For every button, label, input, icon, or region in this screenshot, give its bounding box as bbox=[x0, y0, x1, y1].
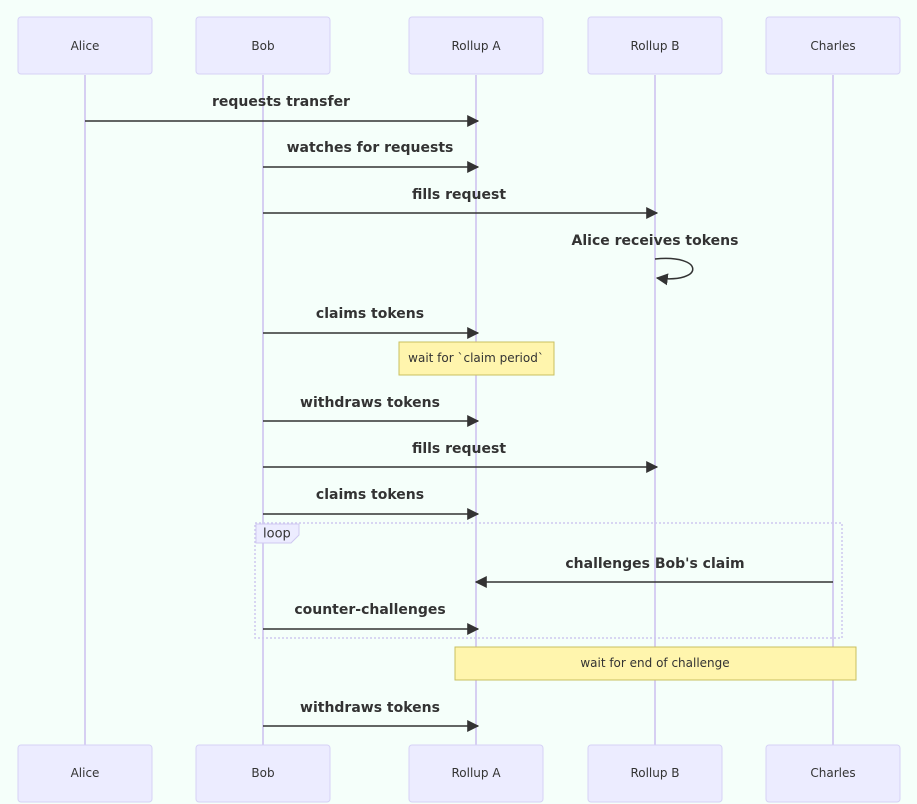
actor-rollup-a-bottom: Rollup A bbox=[408, 744, 544, 803]
actor-label: Bob bbox=[251, 766, 274, 780]
actor-charles-top: Charles bbox=[765, 16, 901, 75]
message-label: claims tokens bbox=[316, 306, 424, 322]
message-requests-transfer: requests transfer bbox=[85, 94, 480, 127]
actor-bob-top: Bob bbox=[195, 16, 331, 75]
message-withdraws-tokens: withdraws tokens bbox=[263, 395, 480, 427]
note-label: wait for end of challenge bbox=[580, 656, 729, 670]
message-claims-tokens-2: claims tokens bbox=[263, 487, 480, 520]
note-label: wait for `claim period` bbox=[408, 351, 544, 365]
message-label: challenges Bob's claim bbox=[565, 556, 744, 572]
loop-label: loop bbox=[263, 527, 291, 542]
note-claim-period: wait for `claim period` bbox=[398, 341, 555, 376]
actor-alice-top: Alice bbox=[17, 16, 153, 75]
note-end-of-challenge: wait for end of challenge bbox=[454, 646, 857, 681]
actor-label: Bob bbox=[251, 39, 274, 53]
message-label: withdraws tokens bbox=[300, 700, 440, 716]
message-label: counter-challenges bbox=[294, 602, 445, 618]
actor-label: Charles bbox=[810, 39, 855, 53]
actor-label: Alice bbox=[71, 39, 100, 53]
message-label: withdraws tokens bbox=[300, 395, 440, 411]
message-claims-tokens: claims tokens bbox=[263, 306, 480, 339]
actor-rollup-a-top: Rollup A bbox=[408, 16, 544, 75]
actor-label: Rollup B bbox=[630, 39, 679, 53]
message-arrow bbox=[654, 257, 694, 286]
message-fills-request-2: fills request bbox=[263, 441, 659, 473]
message-label: claims tokens bbox=[316, 487, 424, 503]
actor-label: Rollup A bbox=[451, 766, 501, 780]
message-counter-challenges: counter-challenges bbox=[263, 602, 480, 635]
message-fills-request: fills request bbox=[263, 187, 659, 219]
message-label: watches for requests bbox=[287, 140, 454, 156]
message-challenges-bobs-claim: challenges Bob's claim bbox=[474, 556, 833, 588]
actor-label: Charles bbox=[810, 766, 855, 780]
actor-label: Rollup B bbox=[630, 766, 679, 780]
actor-label: Alice bbox=[71, 766, 100, 780]
message-label: fills request bbox=[412, 187, 506, 203]
message-label: Alice receives tokens bbox=[572, 233, 739, 249]
actor-bob-bottom: Bob bbox=[195, 744, 331, 803]
actor-label: Rollup A bbox=[451, 39, 501, 53]
message-watches-for-requests: watches for requests bbox=[263, 140, 480, 173]
message-label: fills request bbox=[412, 441, 506, 457]
message-label: requests transfer bbox=[212, 94, 350, 110]
actor-charles-bottom: Charles bbox=[765, 744, 901, 803]
actor-alice-bottom: Alice bbox=[17, 744, 153, 803]
actor-rollup-b-bottom: Rollup B bbox=[587, 744, 723, 803]
actor-rollup-b-top: Rollup B bbox=[587, 16, 723, 75]
message-alice-receives-tokens: Alice receives tokens bbox=[572, 233, 739, 286]
loop-block: loop bbox=[254, 522, 843, 639]
message-withdraws-tokens-2: withdraws tokens bbox=[263, 700, 480, 732]
